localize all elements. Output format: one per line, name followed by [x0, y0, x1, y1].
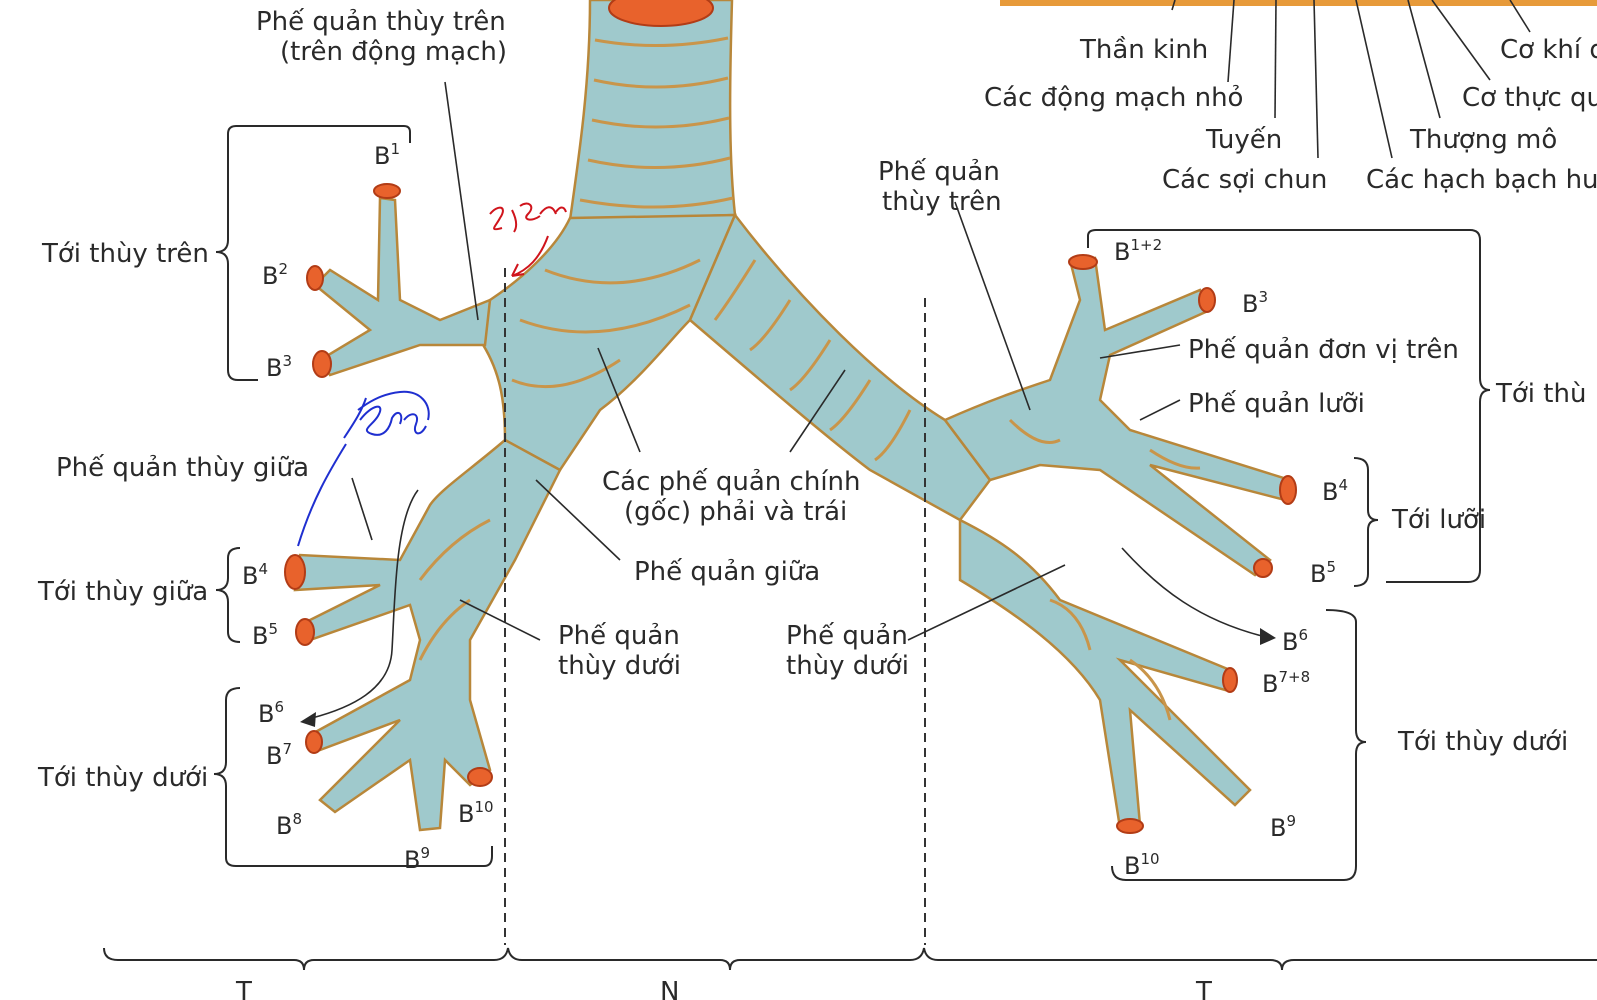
label-to-upper-lobe-left: Tới thù — [1495, 379, 1586, 409]
segment-label-r-b4: B4 — [242, 560, 268, 590]
braces — [103, 125, 1597, 971]
segment-label-r-b2: B2 — [262, 260, 288, 290]
label-right-lower-lobe-2: thùy dưới — [558, 651, 681, 681]
label-left-upper-lobe-1: Phế quản — [878, 157, 1000, 187]
segment-label-r-b8: B8 — [276, 810, 302, 840]
label-lingular-bronchus: Phế quản lưỡi — [1188, 389, 1365, 419]
segment-label-l-b5: B5 — [1310, 558, 1336, 588]
left-lower-lobe-bronchus — [958, 517, 1252, 830]
right-upper-lobe-bronchus — [313, 196, 492, 377]
label-right-upper-lobe-bronchus-1: Phế quản thùy trên — [256, 7, 506, 37]
segment-label-l-b10: B10 — [1124, 850, 1160, 880]
segment-label-l-b6: B6 — [1282, 626, 1308, 656]
red-handwriting — [489, 202, 567, 233]
segment-lumens — [284, 183, 1297, 834]
label-to-upper-lobe-right: Tới thùy trên — [41, 239, 209, 269]
segment-label-r-b10: B10 — [458, 798, 494, 828]
label-right-lower-lobe-1: Phế quản — [558, 621, 680, 651]
label-trachealis-muscle: Cơ khí q — [1500, 35, 1597, 65]
label-to-lingula: Tới lưỡi — [1391, 505, 1486, 535]
blue-handwriting — [343, 390, 430, 439]
segment-label-l-b9: B9 — [1270, 812, 1296, 842]
label-to-middle-lobe: Tới thùy giữa — [37, 577, 208, 607]
label-left-lower-lobe-1: Phế quản — [786, 621, 908, 651]
segment-label-r-b5: B5 — [252, 620, 278, 650]
label-right-upper-lobe-bronchus-2: (trên động mạch) — [280, 37, 507, 67]
label-glands: Tuyến — [1205, 125, 1282, 155]
label-middle-lobe-bronchus: Phế quản thùy giữa — [56, 453, 309, 483]
tissue-layer-strip — [1000, 0, 1597, 6]
label-bottom-right: T — [1195, 977, 1212, 1000]
segment-labels: B1 B2 B3 B4 B5 B6 B7 B8 B9 B10 B1+2 B3 B… — [242, 140, 1348, 880]
label-nerve: Thần kinh — [1079, 35, 1208, 65]
label-to-lower-lobe-right: Tới thùy dưới — [37, 763, 208, 793]
label-superior-division: Phế quản đơn vị trên — [1188, 335, 1459, 365]
intermediate-bronchus — [293, 438, 562, 832]
trachea-lumen — [608, 0, 714, 27]
label-intermediate-bronchus: Phế quản giữa — [634, 557, 820, 587]
label-main-bronchi-2: (gốc) phải và trái — [624, 497, 847, 527]
bronchial-tree — [284, 0, 1297, 834]
red-arrow — [511, 235, 549, 277]
label-epithelium: Thượng mô — [1409, 125, 1557, 155]
text-labels: Phế quản thùy trên (trên động mạch) Tới … — [37, 7, 1597, 1000]
segment-label-r-b9: B9 — [404, 844, 430, 874]
label-small-arteries: Các động mạch nhỏ — [984, 83, 1243, 113]
leader-lines — [300, 0, 1531, 727]
segment-label-r-b7: B7 — [266, 740, 292, 770]
blue-pointer-line — [297, 443, 347, 547]
segment-label-l-b4: B4 — [1322, 476, 1348, 506]
label-esophageal-muscle: Cơ thực qu — [1462, 83, 1597, 113]
label-to-lower-lobe-left: Tới thùy dưới — [1397, 727, 1568, 757]
segment-label-r-b1: B1 — [374, 140, 400, 170]
right-main-bronchus — [478, 213, 737, 472]
label-bottom-left: T — [235, 977, 252, 1000]
label-main-bronchi-1: Các phế quản chính — [602, 467, 861, 497]
segment-label-l-b12: B1+2 — [1114, 236, 1162, 266]
label-left-upper-lobe-2: thùy trên — [882, 187, 1002, 217]
label-left-lower-lobe-2: thùy dưới — [786, 651, 909, 681]
label-lymph-nodes: Các hạch bạch hu — [1366, 165, 1597, 195]
handwritten-annotations — [297, 202, 567, 547]
label-elastic-fibers: Các sợi chun — [1162, 165, 1327, 195]
segment-label-l-b78: B7+8 — [1262, 668, 1310, 698]
segment-label-r-b6: B6 — [258, 698, 284, 728]
label-bottom-mid: N — [660, 977, 679, 1000]
segment-label-r-b3: B3 — [266, 352, 292, 382]
cartilage-rings — [418, 36, 1201, 721]
segment-label-l-b3: B3 — [1242, 288, 1268, 318]
trachea — [568, 0, 737, 222]
